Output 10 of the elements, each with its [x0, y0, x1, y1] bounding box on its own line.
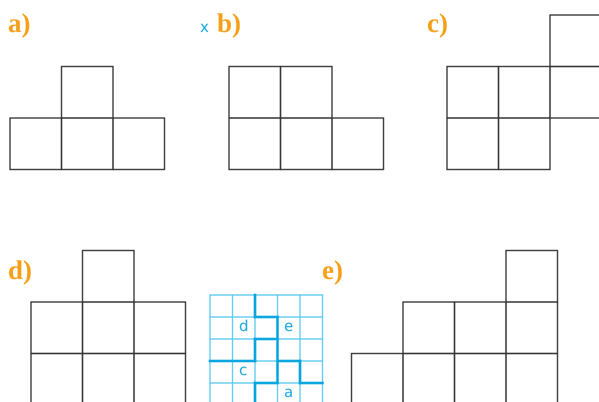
cell-letter: e: [284, 319, 294, 334]
part-label: b): [217, 10, 242, 37]
part-label: a): [8, 10, 30, 37]
cell-letter: d: [239, 319, 249, 334]
part-label: e): [322, 257, 343, 284]
variable-label: x: [200, 20, 209, 35]
part-label: c): [427, 10, 448, 37]
cell-letter: a: [284, 385, 294, 400]
part-label: d): [8, 257, 32, 284]
cell-letter: c: [239, 363, 248, 378]
